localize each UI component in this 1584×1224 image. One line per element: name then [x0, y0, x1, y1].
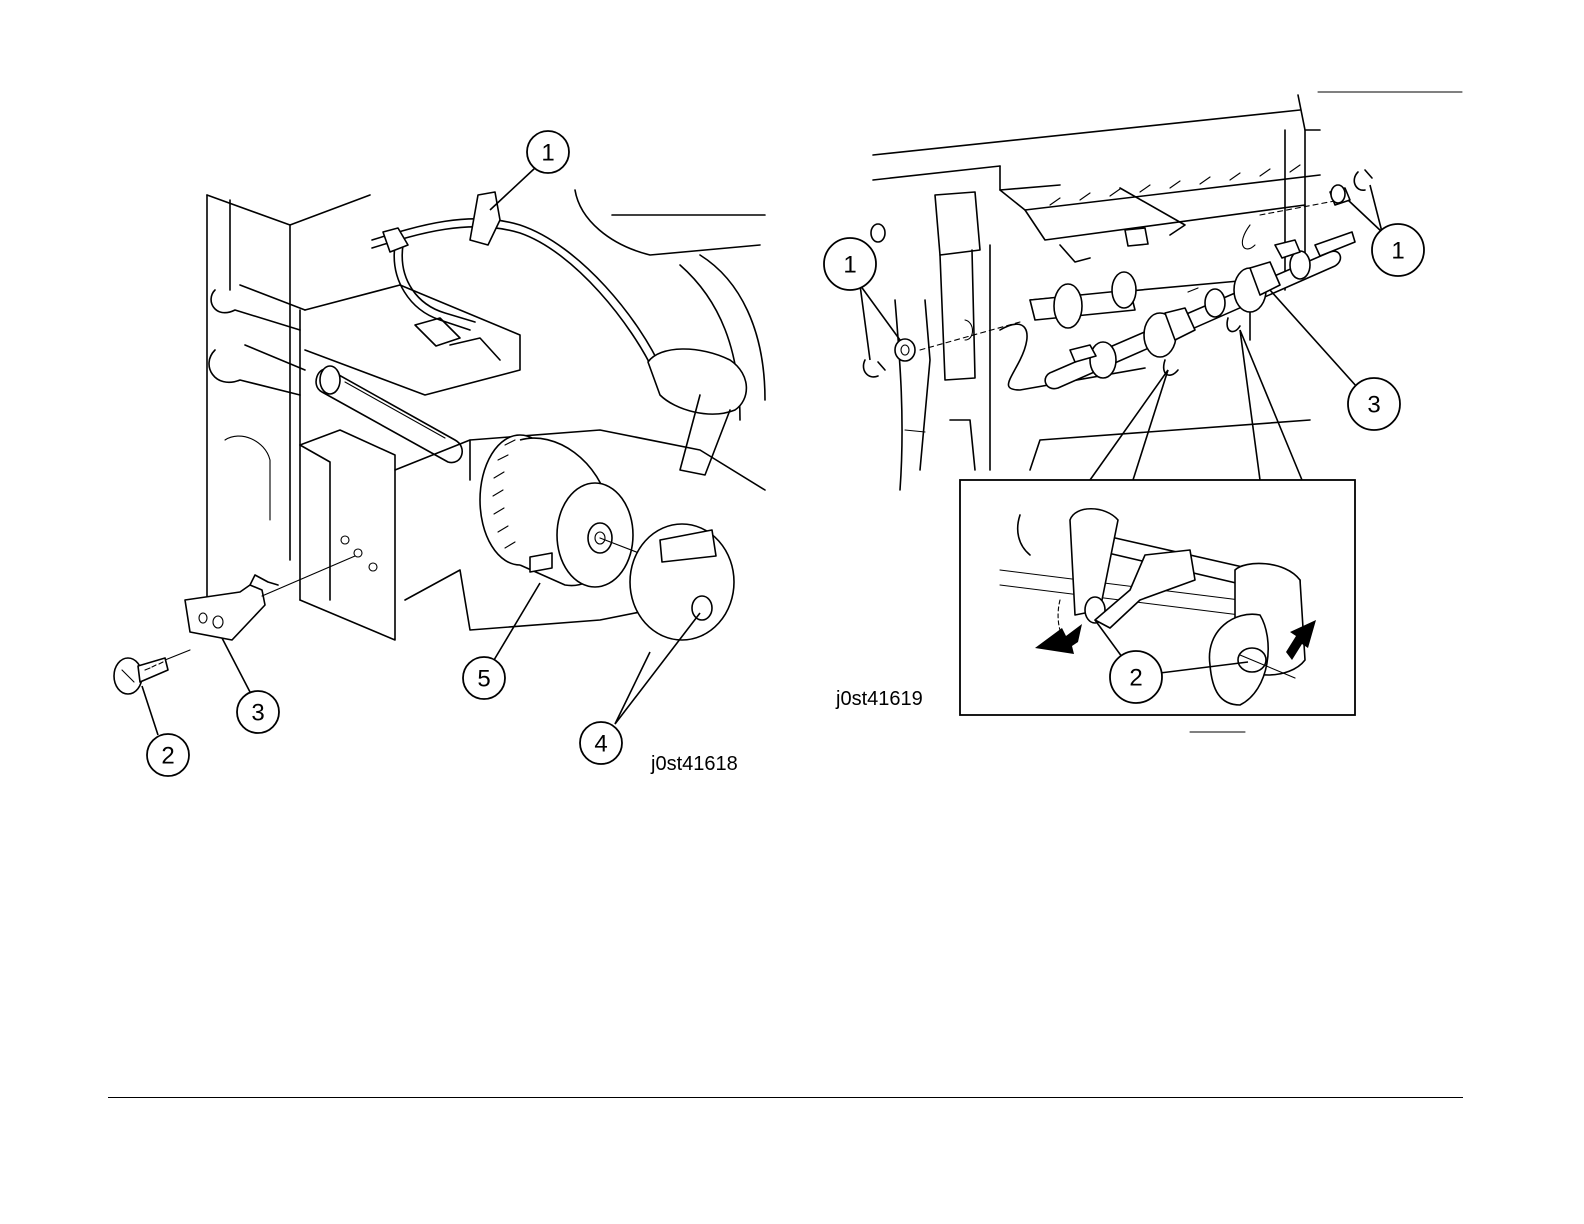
svg-text:5: 5 — [477, 666, 490, 693]
svg-text:1: 1 — [1391, 238, 1404, 265]
figure-right-id: j0st41619 — [835, 688, 923, 710]
callout-left-4: 4 — [580, 722, 622, 764]
svg-text:2: 2 — [1129, 665, 1142, 692]
svg-text:4: 4 — [594, 731, 607, 758]
svg-text:1: 1 — [843, 252, 856, 279]
callout-left-2: 2 — [147, 734, 189, 776]
callout-right-2: 2 — [1110, 651, 1162, 703]
callout-right-3: 3 — [1348, 378, 1400, 430]
callout-left-1: 1 — [527, 131, 569, 173]
callout-right-1-right: 1 — [1372, 224, 1424, 276]
page-bottom-rule — [108, 1097, 1463, 1098]
figure-left-drawing — [114, 190, 765, 694]
svg-text:3: 3 — [1367, 392, 1380, 419]
figure-left-id: j0st41618 — [650, 753, 738, 775]
callout-left-5: 5 — [463, 657, 505, 699]
svg-text:1: 1 — [541, 140, 554, 167]
svg-text:3: 3 — [251, 700, 264, 727]
svg-text:2: 2 — [161, 743, 174, 770]
callout-right-1-left: 1 — [824, 238, 876, 290]
figure-left-leaders — [142, 168, 700, 735]
callout-left-3: 3 — [237, 691, 279, 733]
